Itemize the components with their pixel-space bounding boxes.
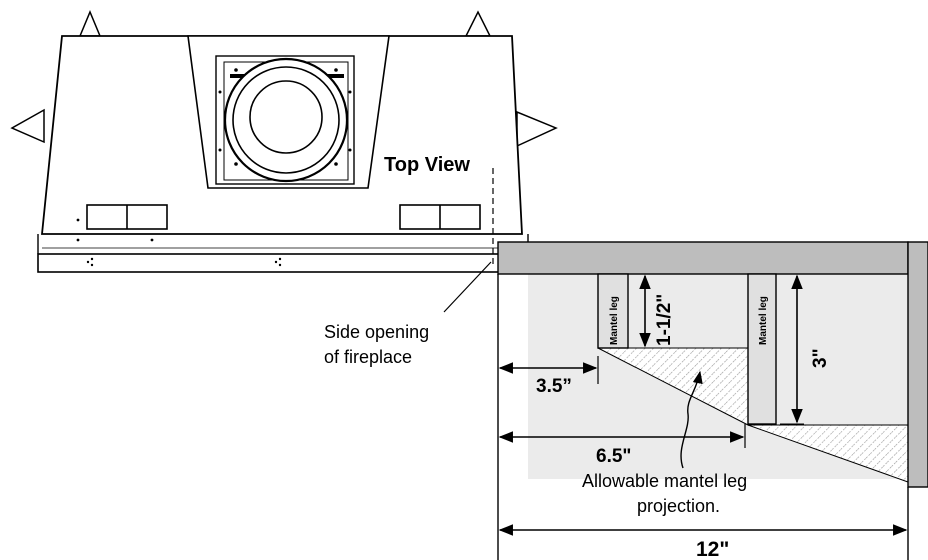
mantel-zone	[497, 241, 928, 560]
allowable-leader	[680, 370, 703, 469]
top-left-fin	[78, 10, 102, 37]
front-flange	[37, 253, 529, 273]
dim-12-label: 12"	[696, 538, 729, 560]
top-view-label: Top View	[384, 154, 470, 176]
mantel-leg-left-label: Mantel leg	[609, 296, 620, 345]
dimension-lines	[498, 273, 908, 536]
right-vent	[399, 204, 481, 230]
side-opening-leader	[443, 261, 492, 313]
side-opening-label-line2: of fireplace	[324, 347, 412, 367]
dim-3-5-label: 3.5”	[536, 376, 572, 397]
flue-inner-ring	[249, 80, 323, 154]
allowable-label-line1: Allowable mantel leg	[582, 471, 747, 491]
dim-6-5-label: 6.5"	[596, 446, 631, 467]
flue-outer-ring	[223, 57, 349, 183]
top-wall	[497, 241, 909, 275]
allowable-label-line2: projection.	[637, 496, 720, 516]
top-right-fin	[464, 10, 492, 37]
dim-3-label: 3"	[810, 348, 831, 368]
mantel-leg-left	[597, 273, 629, 349]
flue-middle-ring	[232, 66, 340, 174]
left-side-fin	[10, 108, 45, 144]
right-side-fin	[516, 110, 558, 148]
left-vent	[86, 204, 168, 230]
side-opening-label-line1: Side opening	[324, 322, 429, 342]
fireplace-top-view	[10, 10, 558, 273]
mantel-leg-right	[747, 273, 777, 425]
right-wall	[907, 241, 928, 488]
dim-1-1-2-label: 1-1/2"	[654, 294, 675, 346]
mantel-leg-right-label: Mantel leg	[758, 296, 769, 345]
